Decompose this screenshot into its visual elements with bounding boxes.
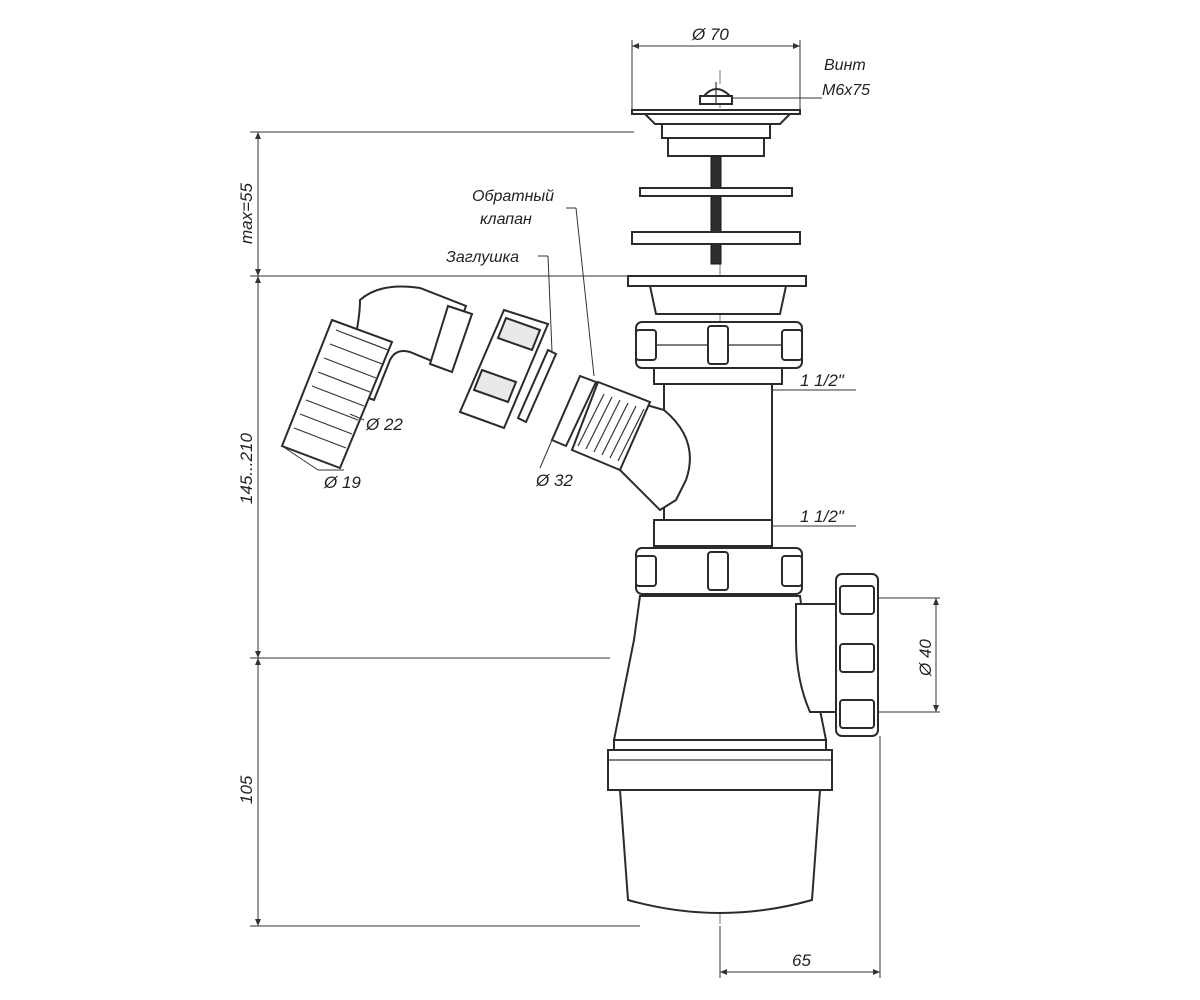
- label-check-valve-2: клапан: [480, 211, 532, 228]
- label-d70: Ø 70: [691, 25, 729, 44]
- label-dim-145-210: 145...210: [237, 433, 256, 504]
- label-thread-lower: 1 1/2": [800, 507, 845, 526]
- label-thread-upper: 1 1/2": [800, 371, 845, 390]
- label-d22: Ø 22: [365, 415, 403, 434]
- side-branch-inlet: [550, 374, 691, 512]
- dimension-lines: [250, 40, 940, 978]
- screw-shaft: [710, 155, 722, 265]
- outlet-flange: [627, 275, 807, 315]
- lower-union-nut: [635, 519, 803, 595]
- upper-union-nut: [635, 321, 803, 369]
- strainer-grate: [631, 82, 801, 157]
- label-d19: Ø 19: [323, 473, 361, 492]
- washer-upper: [639, 187, 793, 197]
- label-dim-max55: max=55: [237, 183, 256, 244]
- label-screw-2: M6x75: [822, 82, 870, 99]
- label-screw-1: Винт: [824, 57, 866, 74]
- elbow-hose-connector: [280, 285, 474, 470]
- label-dim-65: 65: [792, 951, 811, 970]
- loose-nut: [458, 308, 550, 430]
- label-dim-105: 105: [237, 775, 256, 804]
- label-plug: Заглушка: [446, 249, 519, 266]
- washer-lower: [631, 231, 801, 245]
- outlet-nut: [835, 573, 879, 737]
- label-d40: Ø 40: [916, 639, 935, 677]
- bottle-trap-body: [607, 595, 841, 914]
- label-d32: Ø 32: [535, 471, 573, 490]
- plug-disc: [516, 348, 558, 424]
- label-check-valve-1: Обратный: [472, 188, 554, 205]
